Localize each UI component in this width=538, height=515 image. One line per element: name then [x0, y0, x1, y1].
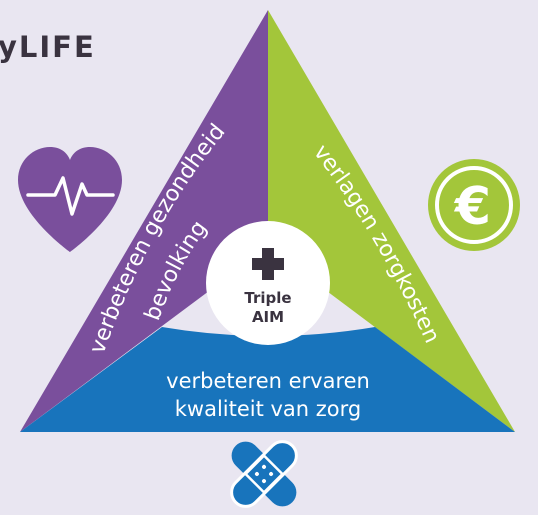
- center-label-line2: AIM: [252, 308, 284, 326]
- brand-title: yLIFE: [0, 30, 96, 64]
- segment-bottom-label-line1: verbeteren ervaren: [166, 369, 370, 393]
- segment-left: [20, 10, 268, 432]
- center-label-line1: Triple: [244, 289, 291, 307]
- euro-icon: €: [428, 159, 520, 251]
- bandage-icon: [230, 440, 298, 508]
- segment-bottom-label-line2: kwaliteit van zorg: [175, 397, 362, 421]
- plus-icon: [252, 248, 284, 280]
- segment-bottom: [20, 327, 515, 432]
- svg-text:€: €: [454, 177, 491, 237]
- center-badge: Triple AIM: [206, 221, 330, 345]
- heart-pulse-icon: [18, 147, 122, 252]
- segment-right: [268, 10, 515, 432]
